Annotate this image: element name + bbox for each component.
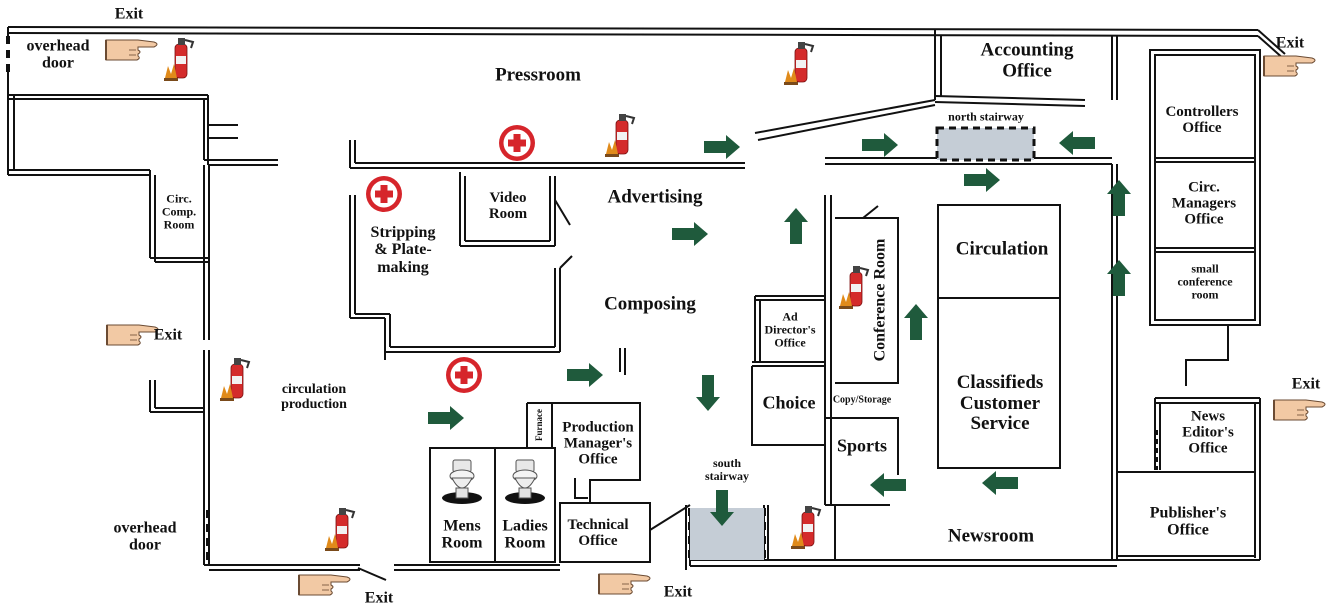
evacuation-arrow-icon <box>696 375 720 411</box>
evacuation-arrow-icon <box>964 168 1000 192</box>
pointing-hand-icon <box>1263 55 1316 77</box>
evacuation-arrow-icon <box>1107 260 1131 296</box>
first-aid-cross-icon <box>499 125 535 161</box>
fire-extinguisher-icon <box>219 357 250 402</box>
evacuation-arrow-icon <box>1107 180 1131 216</box>
pointing-hand-icon <box>105 39 158 61</box>
evacuation-arrow-icon <box>704 135 740 159</box>
toilet-icon <box>504 459 546 505</box>
fire-extinguisher-icon <box>324 507 355 552</box>
evacuation-arrow-icon <box>567 363 603 387</box>
pointing-hand-icon <box>1273 399 1326 421</box>
evacuation-arrow-icon <box>862 133 898 157</box>
fire-extinguisher-icon <box>604 113 635 158</box>
evacuation-arrow-icon <box>428 406 464 430</box>
fire-extinguisher-icon <box>163 37 194 82</box>
pointing-hand-icon <box>106 324 159 346</box>
fire-extinguisher-icon <box>783 41 814 86</box>
evacuation-arrow-icon <box>870 473 906 497</box>
toilet-icon <box>441 459 483 505</box>
evacuation-arrow-icon <box>1059 131 1095 155</box>
evacuation-arrow-icon <box>784 208 808 244</box>
pointing-hand-icon <box>598 573 651 595</box>
first-aid-cross-icon <box>446 357 482 393</box>
north-stairway-area <box>935 126 1036 162</box>
fire-extinguisher-icon <box>790 505 821 550</box>
pointing-hand-icon <box>298 574 351 596</box>
first-aid-cross-icon <box>366 176 402 212</box>
evacuation-arrow-icon <box>982 471 1018 495</box>
walls <box>7 26 1286 581</box>
dashed-doors <box>6 36 1158 560</box>
evacuation-arrow-icon <box>904 304 928 340</box>
evacuation-arrow-icon <box>672 222 708 246</box>
restroom-icons <box>441 459 546 505</box>
fire-extinguisher-icon <box>838 265 869 310</box>
